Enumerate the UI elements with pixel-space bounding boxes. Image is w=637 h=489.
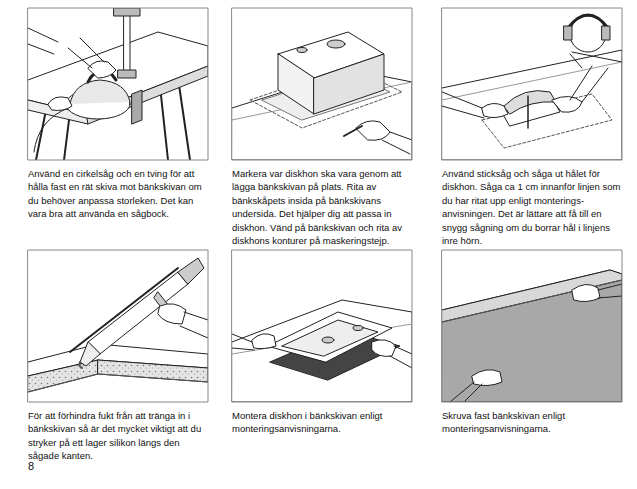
jigsaw-illustration xyxy=(442,8,622,160)
caption-block: Markera var diskhon ska vara genom att l… xyxy=(232,167,416,250)
screw-worktop-illustration xyxy=(442,250,622,402)
page-number: 8 xyxy=(28,460,34,472)
caption-text: Använd en cirkelsåg och en tving för att… xyxy=(28,167,212,221)
sink-mounting-illustration xyxy=(232,250,412,402)
caption-block: För att förhindra fukt från att tränga i… xyxy=(28,409,212,465)
caption-text: Skruva fast bänkskivan enligt monterings… xyxy=(442,409,626,436)
sink-marking-illustration xyxy=(232,8,412,160)
caption-text: För att förhindra fukt från att tränga i… xyxy=(28,409,212,463)
caption-block: Använd sticksåg och såga ut hålet för di… xyxy=(442,167,626,250)
caption-text: Montera diskhon i bänkskivan enligt mont… xyxy=(232,409,416,436)
caption-block: Skruva fast bänkskivan enligt monterings… xyxy=(442,409,626,438)
caption-text: Använd sticksåg och såga ut hålet för di… xyxy=(442,167,626,247)
caption-block: Använd en cirkelsåg och en tving för att… xyxy=(28,167,212,223)
silicone-illustration xyxy=(28,250,208,402)
caption-text: Markera var diskhon ska vara genom att l… xyxy=(232,167,416,247)
saw-illustration xyxy=(28,8,208,160)
caption-block: Montera diskhon i bänkskivan enligt mont… xyxy=(232,409,416,438)
